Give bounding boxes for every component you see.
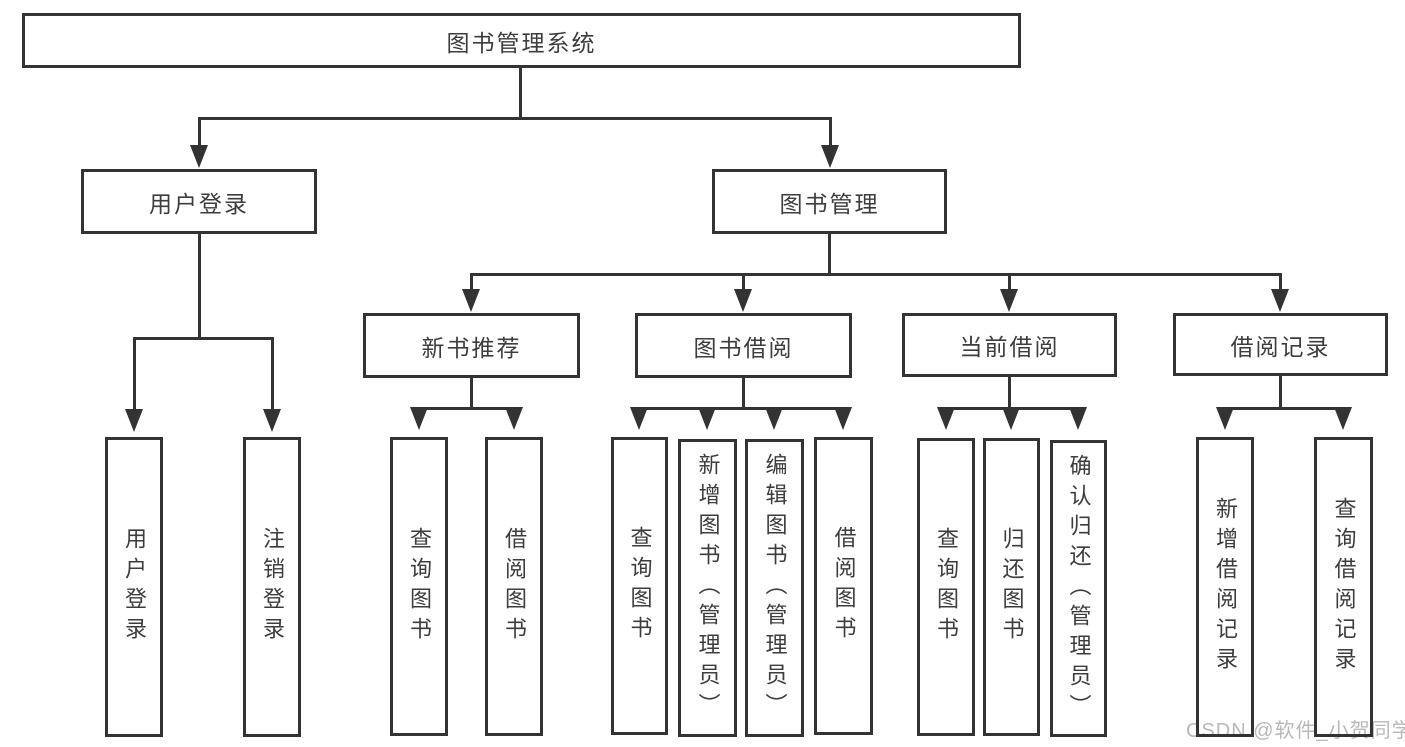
leaf-br-add-record: 新增借阅记录 (1196, 437, 1254, 737)
leaf-cb-return-books-label: 归还图书 (999, 527, 1025, 647)
connector-borrowing-records-stub (1279, 376, 1282, 407)
node-borrowing-records-label: 借阅记录 (1230, 333, 1331, 360)
node-new-book-recommend-label: 新书推荐 (421, 334, 522, 361)
arrowhead-br-query-record (1334, 407, 1352, 430)
arrowhead-user-login (190, 145, 208, 168)
connector-book-borrowing-branch (638, 407, 846, 410)
connector-root-branch (198, 117, 832, 120)
arrowhead-current-borrowing (1000, 289, 1018, 312)
connector-stem-user-login (198, 117, 201, 147)
leaf-bb-edit-books-admin-label: 编辑图书（管理员） (762, 453, 788, 723)
connector-book-management-branch (470, 273, 1282, 276)
leaf-cb-query-books: 查询图书 (917, 438, 975, 736)
leaf-br-query-record: 查询借阅记录 (1314, 437, 1373, 737)
node-current-borrowing-label: 当前借阅 (959, 334, 1060, 360)
arrowhead-bb-add-books (698, 407, 716, 430)
connector-stem-book-management (829, 117, 832, 147)
node-user-login-label: 用户登录 (149, 190, 249, 217)
arrowhead-borrowing-records (1271, 289, 1289, 312)
node-user-login: 用户登录 (81, 169, 317, 234)
leaf-br-query-record-label: 查询借阅记录 (1331, 497, 1357, 677)
leaf-bb-query-books: 查询图书 (611, 437, 668, 735)
node-root: 图书管理系统 (22, 13, 1021, 68)
arrowhead-bb-borrow-books (834, 407, 852, 430)
connector-user-login-branch (133, 337, 274, 340)
leaf-nb-query-books-label: 查询图书 (407, 526, 432, 647)
connector-user-login-stub (198, 233, 201, 337)
node-book-management: 图书管理 (712, 169, 947, 234)
connector-new-book-stub (470, 377, 473, 407)
node-current-borrowing: 当前借阅 (902, 313, 1117, 377)
connector-stem-leaf-login (133, 337, 136, 409)
arrowhead-book-management (821, 145, 839, 168)
arrowhead-bb-query-books (630, 407, 648, 430)
arrowhead-nb-borrow-books (505, 407, 523, 430)
leaf-nb-borrow-books: 借阅图书 (485, 437, 543, 736)
leaf-cb-query-books-label: 查询图书 (934, 527, 959, 647)
arrowhead-book-borrowing (734, 289, 752, 312)
connector-current-borrowing-stub (1008, 377, 1011, 407)
arrowhead-leaf-logout (263, 409, 281, 432)
arrowhead-cb-return-books (1002, 407, 1020, 430)
connector-root-stub (519, 68, 522, 117)
node-book-management-label: 图书管理 (779, 190, 880, 217)
arrowhead-cb-query-books (937, 407, 955, 430)
connector-stem-new-book (470, 273, 473, 291)
node-book-borrowing: 图书借阅 (635, 313, 852, 378)
watermark: CSDN @软件_小贺同学 (1186, 720, 1405, 742)
connector-stem-borrowing-records (1279, 273, 1282, 291)
arrowhead-nb-query-books (410, 407, 428, 430)
leaf-cb-confirm-return-admin: 确认归还（管理员） (1050, 440, 1107, 737)
arrowhead-br-add-record (1216, 407, 1234, 430)
arrowhead-new-book (462, 289, 480, 312)
connector-stem-current-borrowing (1008, 273, 1011, 291)
leaf-bb-add-books-admin: 新增图书（管理员） (678, 439, 737, 737)
leaf-nb-query-books: 查询图书 (390, 437, 448, 736)
connector-stem-leaf-logout (271, 337, 274, 409)
connector-borrowing-records-branch (1224, 407, 1345, 410)
leaf-user-login: 用户登录 (105, 437, 163, 737)
leaf-logout: 注销登录 (243, 437, 301, 737)
leaf-bb-edit-books-admin: 编辑图书（管理员） (745, 439, 804, 737)
leaf-bb-add-books-admin-label: 新增图书（管理员） (695, 453, 721, 723)
leaf-br-add-record-label: 新增借阅记录 (1213, 497, 1238, 677)
leaf-cb-confirm-return-admin-label: 确认归还（管理员） (1066, 453, 1092, 724)
connector-book-management-stub (828, 234, 831, 273)
connector-book-borrowing-stub (742, 377, 745, 407)
leaf-bb-borrow-books: 借阅图书 (814, 437, 873, 735)
leaf-user-login-label: 用户登录 (122, 527, 147, 647)
node-book-borrowing-label: 图书借阅 (693, 334, 794, 361)
arrowhead-leaf-login (125, 409, 143, 432)
connector-new-book-branch (417, 407, 517, 410)
node-borrowing-records: 借阅记录 (1173, 313, 1388, 376)
leaf-bb-query-books-label: 查询图书 (627, 526, 653, 646)
leaf-cb-return-books: 归还图书 (983, 438, 1040, 736)
leaf-nb-borrow-books-label: 借阅图书 (502, 526, 527, 647)
node-new-book-recommend: 新书推荐 (363, 313, 580, 378)
connector-stem-book-borrowing (742, 273, 745, 291)
leaf-bb-borrow-books-label: 借阅图书 (831, 526, 857, 646)
leaf-logout-label: 注销登录 (260, 527, 285, 647)
node-root-label: 图书管理系统 (446, 29, 597, 56)
arrowhead-cb-confirm-return (1069, 407, 1087, 430)
arrowhead-bb-edit-books (765, 407, 783, 430)
